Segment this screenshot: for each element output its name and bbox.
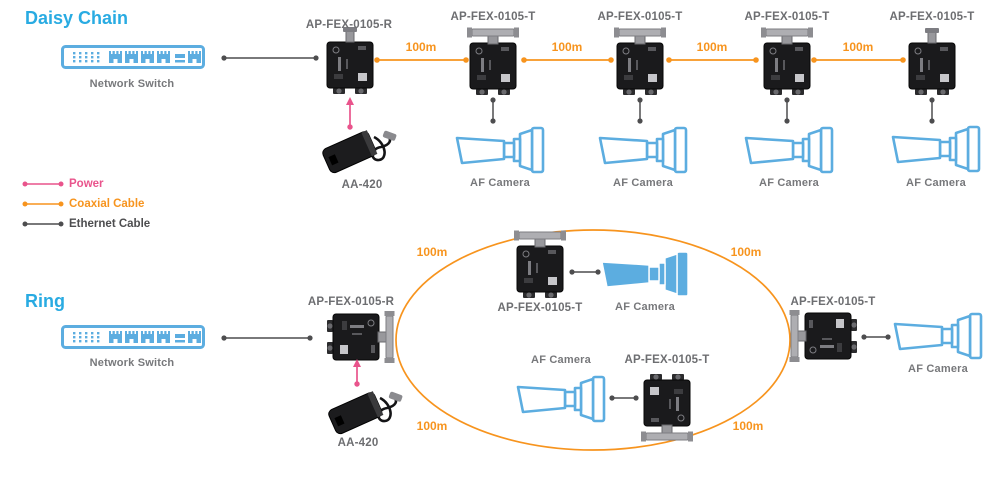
ring-title: Ring: [25, 291, 65, 311]
daisy-camera-3-label: AF Camera: [759, 177, 819, 189]
ring-distance-top-left: 100m: [416, 245, 448, 259]
daisy-receiver-label: AP-FEX-0105-R: [305, 19, 393, 31]
daisy-camera-1-label: AF Camera: [470, 177, 530, 189]
daisy-ethernet-cable-switch: [221, 55, 319, 61]
daisy-transmitter-2-icon: [613, 27, 667, 96]
ring-transmitter-bottom-label: AP-FEX-0105-T: [624, 354, 710, 366]
daisy-coax-segment-2: [521, 57, 614, 63]
ring-camera-link-bottom: [609, 395, 639, 401]
legend-ethernet-label: Ethernet Cable: [69, 218, 151, 230]
daisy-camera-drop-4: [929, 97, 935, 124]
daisy-transmitter-1-icon: [466, 27, 520, 96]
daisy-camera-drop-2: [637, 97, 643, 124]
daisy-chain-title: Daisy Chain: [25, 8, 129, 28]
daisy-camera-4-icon: [891, 125, 981, 173]
daisy-camera-3-icon: [744, 126, 834, 174]
ring-power-cable: [353, 359, 361, 387]
ring-distance-top-right: 100m: [730, 245, 762, 259]
ring-power-adapter-label: AA-420: [337, 437, 379, 449]
ring-power-adapter-icon: [325, 389, 405, 437]
ring-camera-top-label: AF Camera: [615, 301, 675, 313]
ring-network-switch-icon: [63, 327, 204, 348]
ring-transmitter-right-icon: [789, 309, 858, 363]
ring-transmitter-top-icon: [513, 230, 567, 299]
ring-camera-link-top: [569, 269, 601, 275]
daisy-network-switch-icon: [63, 47, 204, 68]
daisy-camera-drop-3: [784, 97, 790, 124]
ring-camera-right-label: AF Camera: [908, 363, 968, 375]
ring-transmitter-top-label: AP-FEX-0105-T: [497, 302, 583, 314]
daisy-transmitter-4-label: AP-FEX-0105-T: [889, 11, 975, 23]
daisy-camera-1-icon: [455, 126, 545, 174]
daisy-power-cable: [346, 97, 354, 130]
ring-coax-loop: [395, 229, 791, 451]
ring-receiver-icon: [326, 310, 395, 364]
ring-camera-bottom-label: AF Camera: [531, 354, 591, 366]
ring-camera-link-right: [861, 334, 891, 340]
legend-power-label: Power: [69, 178, 104, 190]
daisy-power-adapter-label: AA-420: [341, 179, 383, 191]
daisy-coax-segment-1: [374, 57, 469, 63]
daisy-camera-4-label: AF Camera: [906, 177, 966, 189]
daisy-transmitter-1-label: AP-FEX-0105-T: [450, 11, 536, 23]
ring-ethernet-cable-switch: [221, 335, 313, 341]
ring-transmitter-right-label: AP-FEX-0105-T: [790, 296, 876, 308]
ring-camera-bottom-icon: [516, 375, 606, 423]
daisy-distance-2: 100m: [551, 40, 583, 54]
daisy-distance-4: 100m: [842, 40, 874, 54]
ring-distance-bottom-left: 100m: [416, 419, 448, 433]
ring-receiver-label: AP-FEX-0105-R: [307, 296, 395, 308]
daisy-distance-3: 100m: [696, 40, 728, 54]
daisy-transmitter-4-icon: [908, 27, 956, 96]
ring-distance-bottom-right: 100m: [732, 419, 764, 433]
legend-power-line: [22, 181, 64, 187]
daisy-transmitter-3-icon: [760, 27, 814, 96]
legend-coax-line: [22, 201, 64, 207]
daisy-camera-2-icon: [598, 126, 688, 174]
ring-camera-right-icon: [893, 312, 983, 360]
daisy-camera-2-label: AF Camera: [613, 177, 673, 189]
daisy-coax-segment-3: [666, 57, 759, 63]
daisy-transmitter-2-label: AP-FEX-0105-T: [597, 11, 683, 23]
daisy-receiver-icon: [326, 26, 374, 95]
ring-camera-top-icon: [601, 251, 689, 297]
daisy-transmitter-3-label: AP-FEX-0105-T: [744, 11, 830, 23]
legend-ethernet-line: [22, 221, 64, 227]
ring-transmitter-bottom-icon: [640, 373, 694, 442]
daisy-coax-segment-4: [811, 57, 906, 63]
daisy-distance-1: 100m: [405, 40, 437, 54]
daisy-switch-label: Network Switch: [89, 78, 175, 90]
legend-coax-label: Coaxial Cable: [69, 198, 145, 210]
ring-switch-label: Network Switch: [89, 357, 175, 369]
daisy-camera-drop-1: [490, 97, 496, 124]
daisy-power-adapter-icon: [319, 128, 399, 176]
